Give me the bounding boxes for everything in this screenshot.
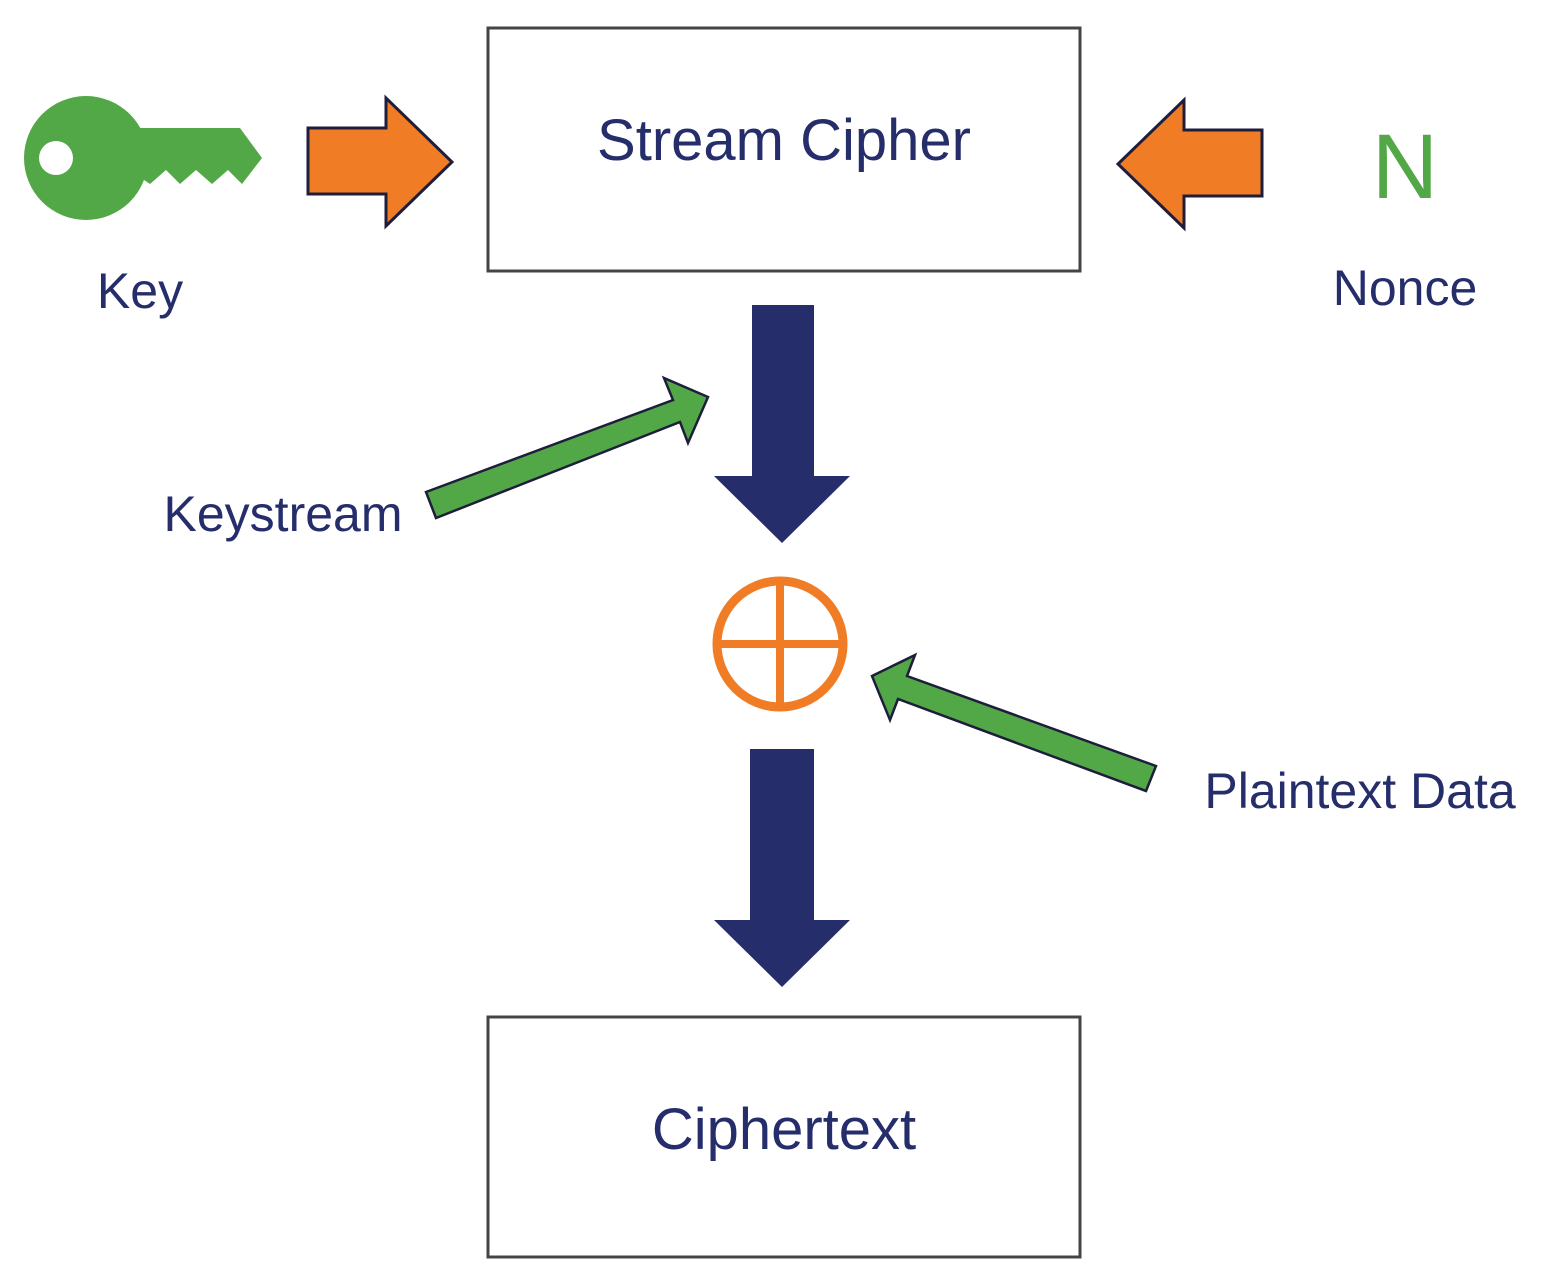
- navy-arrow-down-top: [714, 305, 850, 543]
- green-arrow-keystream: [424, 375, 710, 520]
- orange-arrow-right: [306, 94, 455, 230]
- green-arrow-plaintext: [870, 652, 1158, 793]
- ciphertext-box: Ciphertext: [486, 1015, 1082, 1259]
- nonce-symbol: N: [1372, 116, 1438, 218]
- ciphertext-label: Ciphertext: [652, 1097, 916, 1162]
- stream-cipher-label: Stream Cipher: [597, 108, 971, 173]
- key-label: Key: [97, 263, 183, 319]
- orange-arrow-left: [1115, 96, 1264, 232]
- nonce-label: Nonce: [1333, 260, 1478, 316]
- xor-icon: [712, 576, 848, 712]
- navy-arrow-down-bottom: [714, 749, 850, 987]
- keystream-label: Keystream: [164, 486, 403, 542]
- stream-cipher-box: Stream Cipher: [486, 26, 1082, 273]
- plaintext-label: Plaintext Data: [1204, 763, 1515, 819]
- key-icon: [24, 96, 262, 220]
